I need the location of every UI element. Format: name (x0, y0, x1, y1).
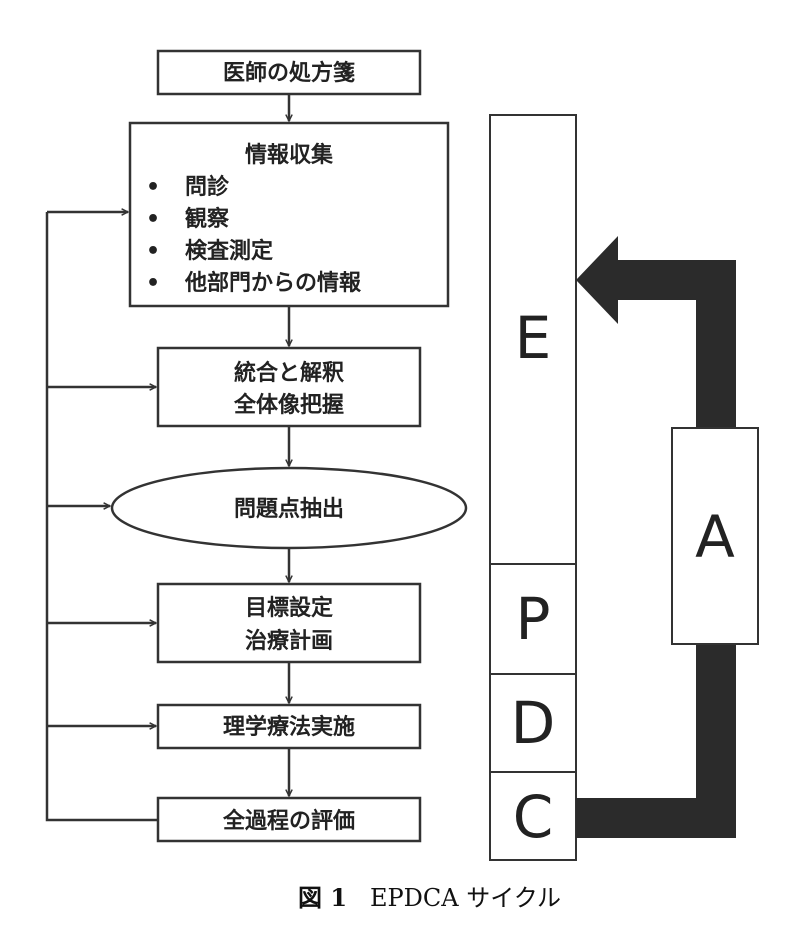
epdc-column: E P D C (489, 114, 577, 861)
node-info-title: 情報収集 (245, 142, 334, 168)
node-integration-line1: 統合と解釈 (234, 360, 345, 386)
feedback-trunk (45, 212, 158, 822)
phase-p-label: P (516, 585, 551, 653)
node-goal-line1: 目標設定 (245, 595, 333, 621)
figure-caption: 図 1 EPDCA サイクル (298, 883, 561, 912)
info-item-other-departments: 他部門からの情報 (184, 270, 362, 296)
info-bullet: • (146, 207, 160, 232)
phase-a-label: A (695, 503, 735, 571)
info-bullet: • (146, 271, 160, 296)
node-problem-label: 問題点抽出 (234, 496, 344, 522)
node-evaluation: 全過程の評価 (156, 796, 422, 843)
caption-label: 図 1 (298, 883, 347, 912)
info-item-measurement: 検査測定 (185, 238, 273, 264)
node-integration: 統合と解釈 全体像把握 (156, 346, 422, 428)
node-problem-extraction: 問題点抽出 (110, 466, 468, 550)
node-therapy-label: 理学療法実施 (223, 714, 355, 740)
phase-d-box (489, 673, 577, 773)
node-evaluation-label: 全過程の評価 (222, 808, 355, 834)
info-item-interview: 問診 (185, 174, 230, 200)
node-goal-line2: 治療計画 (245, 628, 333, 654)
node-prescription: 医師の処方箋 (156, 49, 422, 96)
node-integration-line2: 全体像把握 (233, 392, 344, 418)
phase-p-box (489, 563, 577, 675)
phase-d-label: D (511, 689, 556, 757)
info-bullet: • (146, 175, 160, 200)
info-item-observation: 観察 (185, 206, 230, 232)
act-arrow-head (576, 236, 618, 324)
phase-e-box (489, 114, 577, 565)
node-prescription-label: 医師の処方箋 (223, 60, 355, 86)
node-goal-plan: 目標設定 治療計画 (156, 582, 422, 664)
feedback-loop (45, 212, 158, 822)
act-feedback-arrow: A (576, 236, 759, 838)
node-therapy: 理学療法実施 (156, 703, 422, 750)
phase-a-box (671, 427, 759, 645)
node-info-collection: 情報収集 • 問診 • 観察 • 検査測定 • 他部門からの情報 (128, 121, 450, 308)
info-bullet: • (146, 239, 160, 264)
caption-text: EPDCA サイクル (370, 884, 561, 912)
phase-e-label: E (515, 304, 552, 372)
phase-c-label: C (513, 783, 554, 851)
